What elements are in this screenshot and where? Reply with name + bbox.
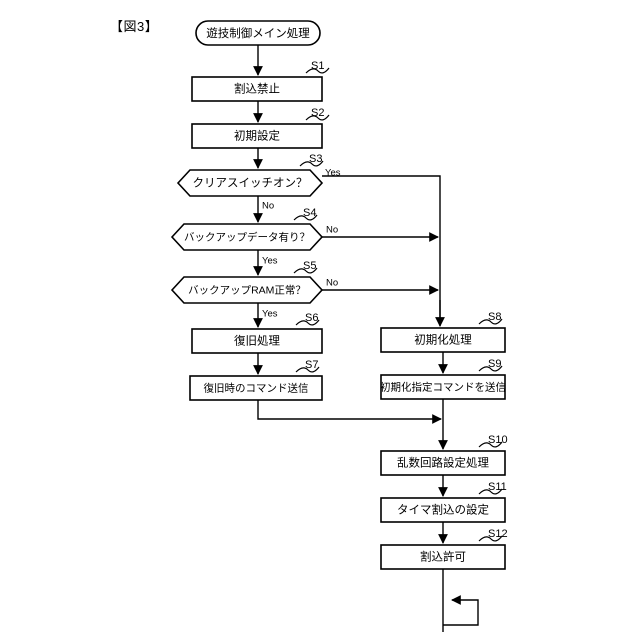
node-s3[interactable]: クリアスイッチオン？	[176, 169, 324, 197]
s12-label: 割込許可	[420, 550, 466, 564]
s11-step-id: S11	[488, 481, 507, 493]
s6-label: 復旧処理	[234, 334, 280, 348]
s2-step-id: S2	[311, 107, 324, 119]
node-s11[interactable]: タイマ割込の設定	[380, 497, 506, 523]
s12-box-shape	[380, 544, 506, 570]
s8-label: 初期化処理	[414, 333, 472, 347]
s9-leader-line	[478, 365, 503, 372]
s11-leader-line	[478, 488, 503, 495]
node-s5[interactable]: バックアップRAM正常？	[170, 276, 324, 304]
s5-no-label: No	[326, 278, 338, 289]
s3-yes-label: Yes	[325, 168, 341, 179]
s1-leader-line	[305, 67, 330, 74]
s4-label: バックアップデータ有り？	[184, 230, 310, 243]
s1-box-shape	[191, 76, 323, 102]
s5-yes-label: Yes	[262, 309, 278, 320]
s1-step-id: S1	[311, 60, 324, 72]
s3-label: クリアスイッチオン？	[193, 177, 308, 190]
node-s7[interactable]: 復旧時のコマンド送信	[189, 375, 323, 401]
s1-label: 割込禁止	[234, 82, 280, 96]
s9-label: 初期化指定コマンドを送信	[380, 380, 506, 393]
s7-leader-line	[295, 366, 320, 373]
s8-step-id: S8	[488, 311, 501, 323]
s3-step-id: S3	[309, 153, 322, 165]
s7-label: 復旧時のコマンド送信	[204, 381, 309, 394]
s4-no-label: No	[326, 225, 338, 236]
figure-number-label: 【図3】	[110, 19, 159, 34]
s2-leader-line	[305, 114, 330, 121]
s7-step-id: S7	[305, 359, 318, 371]
node-s10[interactable]: 乱数回路設定処理	[380, 450, 506, 476]
s3-decision-shape	[176, 169, 324, 197]
s10-label: 乱数回路設定処理	[397, 456, 489, 470]
s5-leader-line	[293, 267, 318, 274]
s12-step-id: S12	[488, 528, 508, 540]
s6-step-id: S6	[305, 312, 318, 324]
s3-no-label: No	[262, 201, 274, 212]
s11-label: タイマ割込の設定	[397, 503, 489, 517]
s4-leader-line	[293, 214, 318, 221]
s8-leader-line	[478, 318, 503, 325]
s6-leader-line	[295, 319, 320, 326]
start-node-label: 遊技制御メイン処理	[206, 26, 310, 40]
s6-box-shape	[191, 328, 323, 354]
node-s12[interactable]: 割込許可	[380, 544, 506, 570]
node-s4[interactable]: バックアップデータ有り？	[170, 223, 324, 251]
s9-step-id: S9	[488, 358, 501, 370]
node-s6[interactable]: 復旧処理	[191, 328, 323, 354]
s8-box-shape	[380, 327, 506, 353]
connector-s3-yes-to-merge	[322, 175, 441, 320]
connector-loop-back	[443, 595, 479, 626]
s2-label: 初期設定	[234, 129, 280, 143]
s10-step-id: S10	[488, 434, 508, 446]
s4-step-id: S4	[303, 207, 316, 219]
connector-s7-to-trunk	[257, 400, 442, 424]
node-s1[interactable]: 割込禁止	[191, 76, 323, 102]
s7-box-shape	[189, 375, 323, 401]
node-s8[interactable]: 初期化処理	[380, 327, 506, 353]
node-s2[interactable]: 初期設定	[191, 123, 323, 149]
s2-box-shape	[191, 123, 323, 149]
s4-yes-label: Yes	[262, 256, 278, 267]
s10-leader-line	[478, 441, 503, 448]
node-s9[interactable]: 初期化指定コマンドを送信	[380, 374, 506, 400]
s5-label: バックアップRAM正常？	[188, 283, 306, 296]
node-start[interactable]: 遊技制御メイン処理	[195, 20, 321, 46]
s3-leader-line	[299, 160, 324, 167]
s5-step-id: S5	[303, 260, 316, 272]
s12-leader-line	[478, 535, 503, 542]
